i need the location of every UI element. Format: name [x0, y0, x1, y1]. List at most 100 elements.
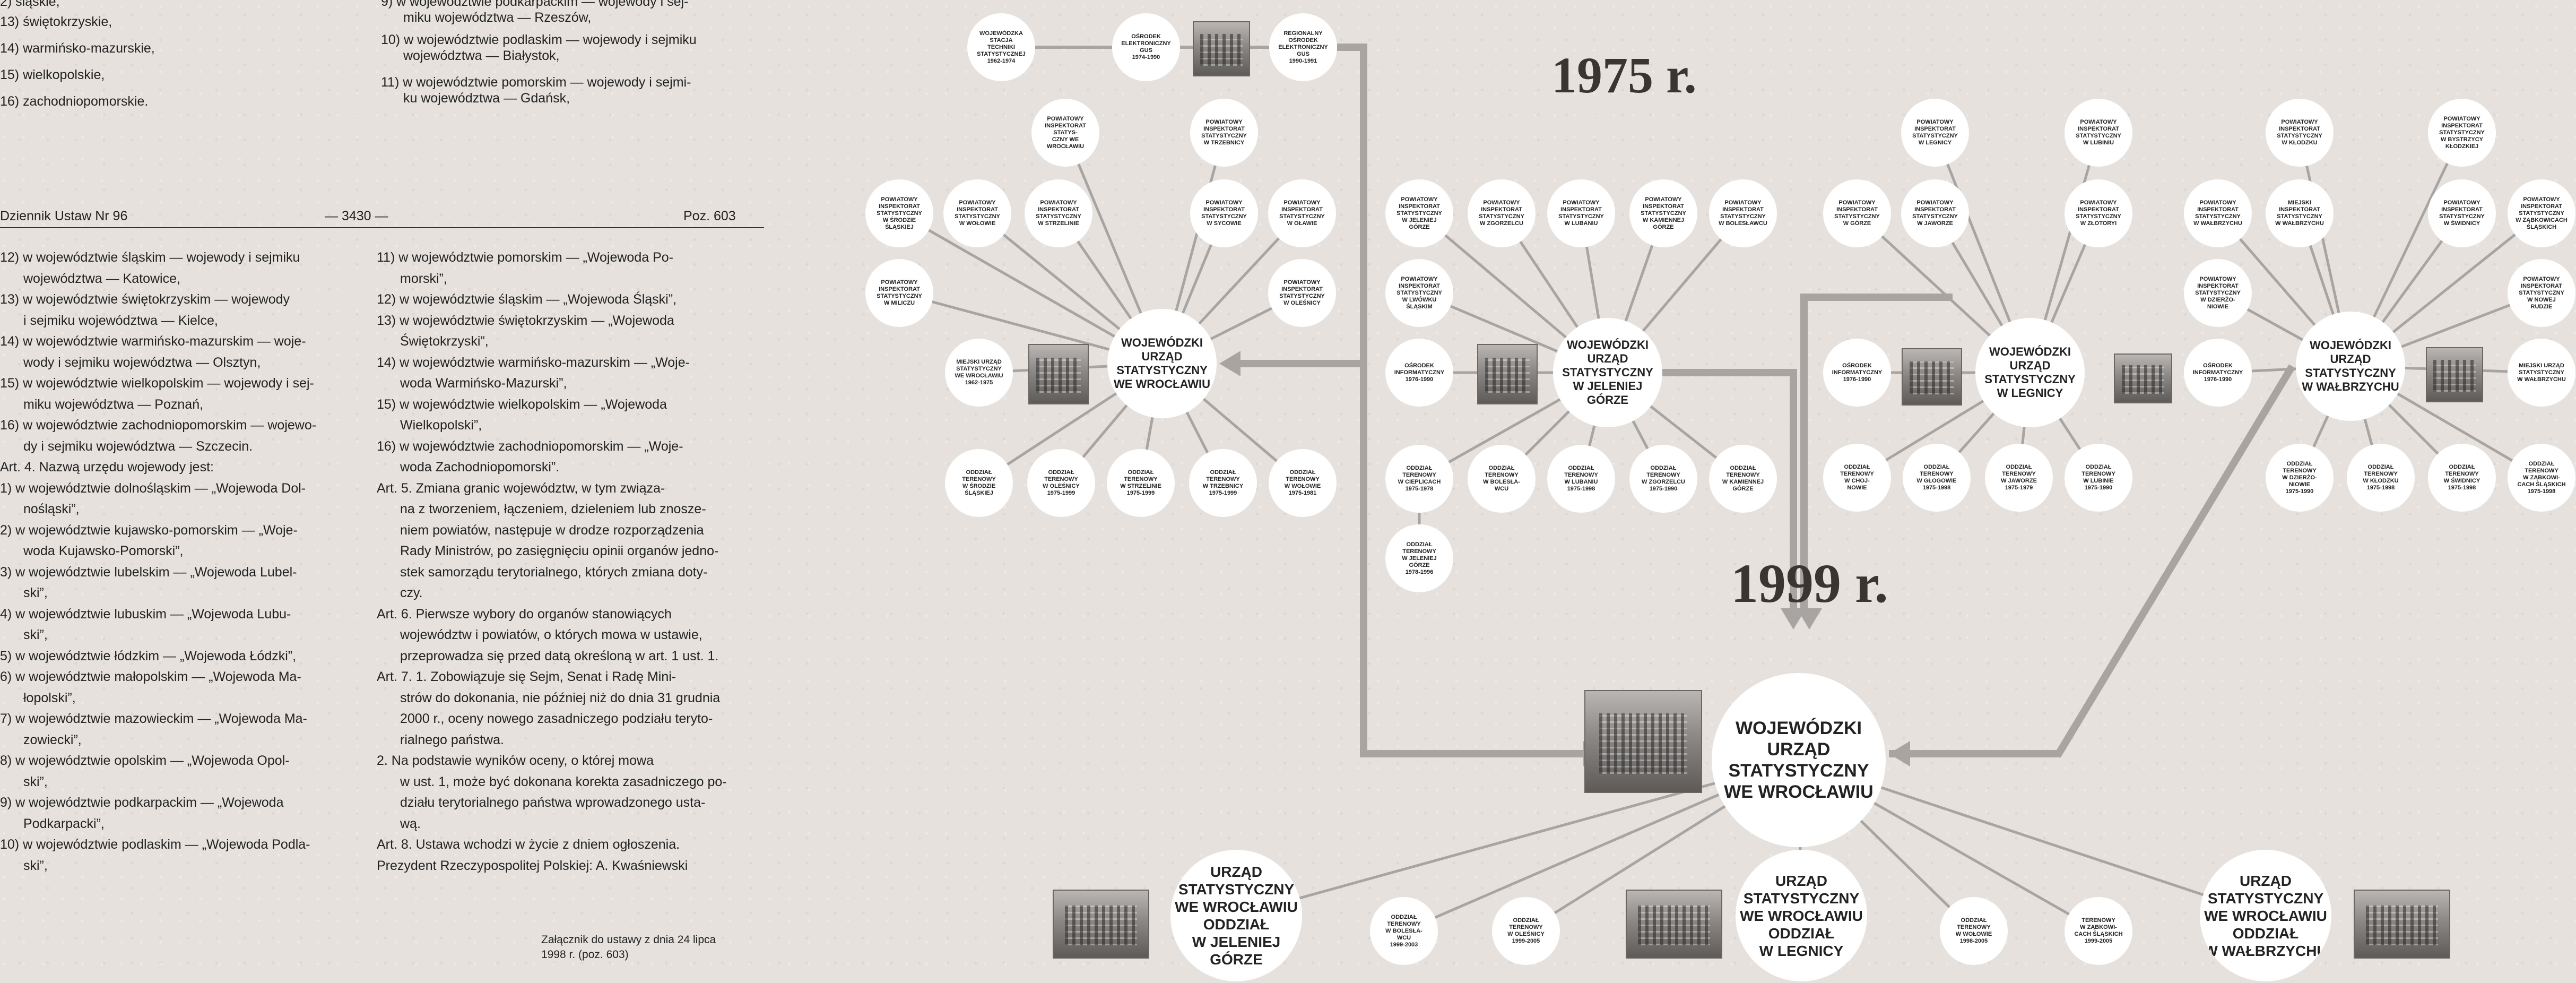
doc-line: 5) w województwie łódzkim — „Wojewoda Łó… — [0, 648, 297, 663]
doc-line: 14) warmińsko-mazurskie, — [0, 41, 155, 56]
org-node-w-pis-olawa: POWIATOWY INSPEKTORAT STATYSTYCZNY W OŁA… — [1268, 179, 1336, 247]
org-node-b-od-klodzko: ODDZIAŁ TERENOWY W KŁODZKU 1975-1998 — [2347, 444, 2415, 512]
flow-arrow-line — [1889, 364, 2295, 757]
doc-line: Podkarpacki”, — [23, 816, 105, 831]
doc-line: 2) śląskie, — [0, 0, 60, 9]
year-1999-label: 1999 r. — [1731, 553, 1888, 614]
building-photo — [2354, 890, 2450, 959]
org-node-w-od-olesnica: ODDZIAŁ TERENOWY W OLEŚNICY 1975-1999 — [1027, 449, 1095, 517]
org-node-w-pis-trzebnica: POWIATOWY INSPEKTORAT STATYSTYCZNY W TRZ… — [1190, 99, 1258, 167]
org-node-b-pis-zabkowice: POWIATOWY INSPEKTORAT STATYSTYCZNY W ZĄB… — [2508, 179, 2575, 247]
doc-line: Rady Ministrów, po zasięgnięciu opinii o… — [400, 544, 719, 558]
org-node-w-od-wolow: ODDZIAŁ TERENOWY W WOŁOWIE 1975-1981 — [1269, 449, 1337, 517]
doc-line: przeprowadza się przed datą określoną w … — [400, 648, 719, 663]
doc-line: Wielkopolski”, — [400, 418, 482, 433]
doc-line: 15) w województwie wielkopolskim — wojew… — [0, 376, 314, 391]
org-node-w-pis-olesnica: POWIATOWY INSPEKTORAT STATYSTYCZNY W OLE… — [1268, 259, 1336, 327]
doc-line: 16) w województwie zachodniopomorskim — … — [377, 438, 683, 454]
org-node-o-zabkowice: TERENOWY W ZĄBKOWI- CACH ŚLĄSKICH 1999-2… — [2065, 897, 2132, 965]
org-node-j-od-zgorzelec: ODDZIAŁ TERENOWY W ZGORZELCU 1975-1990 — [1629, 445, 1697, 513]
building-photo — [1477, 344, 1538, 404]
doc-line: 13) w województwie świętokrzyskim — woje… — [0, 292, 290, 307]
arrow-head — [1889, 741, 1910, 766]
building-photo — [1028, 344, 1089, 404]
doc-line: woda Warmińsko-Mazurski”, — [400, 376, 567, 391]
connector-line — [1236, 758, 1799, 917]
doc-line: 13) w województwie świętokrzyskim — „Woj… — [377, 313, 674, 328]
doc-header-left: Dziennik Ustaw Nr 96 — [0, 209, 128, 223]
org-node-w-pis-sycow: POWIATOWY INSPEKTORAT STATYSTYCZNY W SYC… — [1190, 179, 1258, 247]
org-node-l-pis-lubin: POWIATOWY INSPEKTORAT STATYSTYCZNY W LUB… — [2065, 99, 2132, 167]
doc-line: dy i sejmiku województwa — Szczecin. — [23, 438, 253, 454]
doc-line: ski”, — [23, 585, 48, 600]
doc-line: 16) w województwie zachodniopomorskim — … — [0, 418, 317, 433]
org-node-w-od-sroda: ODDZIAŁ TERENOWY W ŚRODZIE ŚLĄSKIEJ — [945, 449, 1013, 517]
doc-line: 10) w województwie podlaskim — wojewody … — [381, 32, 697, 47]
org-node-us-wroclaw: WOJEWÓDZKI URZĄD STATYSTYCZNY WE WROCŁAW… — [1712, 673, 1886, 847]
doc-line: wą. — [400, 816, 421, 831]
org-node-b-od-dzierzoniow: ODDZIAŁ TERENOWY W DZIERŻO- NIOWIE 1975-… — [2266, 444, 2334, 512]
org-node-l-od-lubin: ODDZIAŁ TERENOWY W LUBINIE 1975-1990 — [2065, 444, 2132, 512]
doc-line: 10) w województwie podlaskim — „Wojewoda… — [0, 837, 310, 852]
doc-line: 15) wielkopolskie, — [0, 67, 105, 82]
building-photo — [1584, 690, 1702, 793]
org-node-l-od-jawor: ODDZIAŁ TERENOWY W JAWORZE 1975-1979 — [1985, 444, 2053, 512]
org-node-j-od-jgora: ODDZIAŁ TERENOWY W JELENIEJ GÓRZE 1978-1… — [1385, 524, 1453, 592]
org-node-l-od-glogow: ODDZIAŁ TERENOWY W GŁOGOWIE 1975-1998 — [1903, 444, 1971, 512]
org-node-b-oi: OŚRODEK INFORMATYCZNY 1976-1990 — [2184, 339, 2252, 407]
doc-line: czy. — [400, 585, 423, 600]
doc-line: wody i sejmiku województwa — Olsztyn, — [23, 355, 261, 370]
flow-arrow-line — [1662, 369, 1797, 610]
doc-line: Art. 4. Nazwą urzędu wojewody jest: — [0, 460, 214, 475]
org-node-w-pis-sroda: POWIATOWY INSPEKTORAT STATYSTYCZNY W ŚRO… — [865, 179, 933, 247]
doc-line: ski”, — [23, 627, 48, 642]
doc-line: miku województwa — Poznań, — [23, 396, 204, 412]
org-node-j-pis-zgorzelec: POWIATOWY INSPEKTORAT STATYSTYCZNY W ZGO… — [1468, 179, 1536, 247]
org-node-j-pis-jgora: POWIATOWY INSPEKTORAT STATYSTYCZNY W JEL… — [1385, 179, 1453, 247]
building-photo — [1053, 890, 1149, 959]
org-node-b-pis-bystrzyca: POWIATOWY INSPEKTORAT STATYSTYCZNY W BYS… — [2428, 99, 2496, 167]
doc-line: nośląski”, — [23, 502, 80, 516]
doc-line: 15) w województwie wielkopolskim — „Woje… — [377, 396, 667, 412]
doc-line: Art. 5. Zmiana granic województw, w tym … — [377, 480, 665, 496]
org-node-j-pis-lwowek: POWIATOWY INSPEKTORAT STATYSTYCZNY W LWÓ… — [1385, 259, 1453, 327]
doc-line: ski”, — [23, 858, 48, 873]
org-node-oeg: OŚRODEK ELEKTRONICZNY GUS 1974-1990 — [1112, 13, 1180, 81]
org-node-j-oi: OŚRODEK INFORMATYCZNY 1976-1990 — [1385, 339, 1453, 407]
org-node-b-mus: MIEJSKI URZĄD STATYSTYCZNY W WAŁBRZYCHU — [2508, 339, 2575, 407]
org-node-o-jgora: URZĄD STATYSTYCZNY WE WROCŁAWIU ODDZIAŁ … — [1170, 850, 1302, 981]
doc-line: 14) w województwie warmińsko-mazurskim —… — [0, 334, 306, 349]
org-node-w-pis-milicz: POWIATOWY INSPEKTORAT STATYSTYCZNY W MIL… — [865, 259, 933, 327]
flow-arrow-line — [1800, 294, 1953, 610]
doc-line: strów do dokonania, nie później niż do d… — [400, 690, 721, 705]
org-node-b-od-zabkowice: ODDZIAŁ TERENOWY W ZĄBKOWI- CACH ŚLĄSKIC… — [2508, 444, 2575, 512]
org-node-wus-walbrzych: WOJEWÓDZKI URZĄD STATYSTYCZNY W WAŁBRZYC… — [2296, 312, 2405, 421]
doc-header-rule — [0, 227, 764, 228]
org-node-j-od-cieplice: ODDZIAŁ TERENOWY W CIEPLICACH 1975-1978 — [1385, 445, 1453, 513]
doc-annex: 1998 r. (poz. 603) — [541, 948, 629, 961]
building-photo — [2114, 353, 2172, 403]
org-node-b-pis-dzierzoniow: POWIATOWY INSPEKTORAT STATYSTYCZNY W DZI… — [2184, 259, 2252, 327]
doc-line: 9) w województwie podkarpackim — wojewod… — [381, 0, 689, 9]
doc-line: Prezydent Rzeczypospolitej Polskiej: A. … — [377, 858, 688, 873]
doc-line: 3) w województwie lubelskim — „Wojewoda … — [0, 564, 297, 580]
doc-line: 11) w województwie pomorskim — „Wojewoda… — [377, 250, 673, 265]
doc-line: 14) w województwie warmińsko-mazurskim —… — [377, 355, 690, 370]
doc-line: Świętokrzyski”, — [400, 334, 489, 349]
org-node-wus-legnica: WOJEWÓDZKI URZĄD STATYSTYCZNY W LEGNICY — [1975, 318, 2085, 427]
year-1975-label: 1975 r. — [1551, 47, 1697, 104]
doc-line: 2) w województwie kujawsko-pomorskim — „… — [0, 522, 298, 538]
doc-line: 12) w województwie śląskim — „Wojewoda Ś… — [377, 292, 676, 307]
org-node-l-pis-zlotoryja: POWIATOWY INSPEKTORAT STATYSTYCZNY W ZŁO… — [2065, 179, 2132, 247]
building-photo — [1902, 348, 1962, 406]
org-node-j-pis-luban: POWIATOWY INSPEKTORAT STATYSTYCZNY W LUB… — [1547, 179, 1615, 247]
doc-line: 6) w województwie małopolskim — „Wojewod… — [0, 669, 301, 684]
org-node-w-od-strzelin: ODDZIAŁ TERENOWY W STRZELINIE 1975-1999 — [1107, 449, 1175, 517]
doc-line: na z tworzeniem, łączeniem, dzieleniem l… — [400, 502, 706, 516]
doc-line: 2000 r., oceny nowego zasadniczego podzi… — [400, 711, 713, 726]
doc-line: Art. 8. Ustawa wchodzi w życie z dniem o… — [377, 837, 680, 852]
arrow-head — [1219, 351, 1241, 376]
org-node-j-od-boleslawiec: ODDZIAŁ TERENOWY W BOLESŁA- WCU — [1468, 445, 1536, 513]
doc-line: 4) w województwie lubuskim — „Wojewoda L… — [0, 606, 291, 622]
building-photo — [1626, 890, 1722, 959]
